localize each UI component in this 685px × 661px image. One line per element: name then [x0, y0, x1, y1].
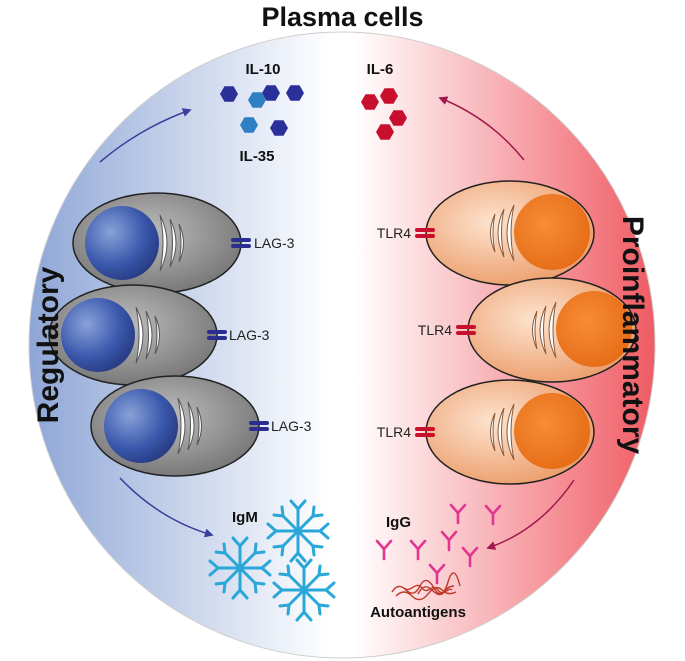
- tlr4-label-2: TLR4: [418, 322, 452, 338]
- regulatory-label: Regulatory: [32, 266, 65, 423]
- proinflammatory-cell-2: [467, 277, 637, 383]
- diagram-title: Plasma cells: [261, 2, 424, 32]
- lag3-label-3: LAG-3: [271, 418, 312, 434]
- proinflammatory-cell-3: [425, 379, 595, 485]
- tlr4-receptor-1: [415, 228, 435, 238]
- lag3-receptor-3: [249, 421, 269, 431]
- regulatory-cytokine-arrow: [99, 108, 192, 163]
- lag3-label-2: LAG-3: [229, 327, 270, 343]
- regulatory-cell-2: [48, 284, 218, 386]
- autoantigens-label: Autoantigens: [370, 604, 466, 621]
- proinflammatory-cell-1: [425, 180, 595, 286]
- lag3-receptor-1: [231, 238, 251, 248]
- tlr4-receptor-3: [415, 427, 435, 437]
- proinflammatory-cytokine-arrow: [438, 96, 525, 161]
- il6-label: IL-6: [367, 61, 394, 78]
- lag3-label-1: LAG-3: [254, 235, 295, 251]
- il10-label: IL-10: [245, 61, 280, 78]
- proinflammatory-label: Proinflammatory: [616, 216, 649, 455]
- il35-label: IL-35: [239, 148, 274, 165]
- regulatory-cell-1: [72, 192, 242, 294]
- lag3-receptor-2: [207, 330, 227, 340]
- regulatory-antibody-arrow: [119, 477, 214, 538]
- proinflammatory-antibody-arrow: [486, 479, 575, 550]
- tlr4-receptor-2: [456, 325, 476, 335]
- regulatory-cell-3: [90, 375, 260, 477]
- igg-label: IgG: [386, 514, 411, 531]
- tlr4-label-3: TLR4: [377, 424, 411, 440]
- autoantigens: [391, 572, 461, 601]
- tlr4-label-1: TLR4: [377, 225, 411, 241]
- igm-label: IgM: [232, 509, 258, 526]
